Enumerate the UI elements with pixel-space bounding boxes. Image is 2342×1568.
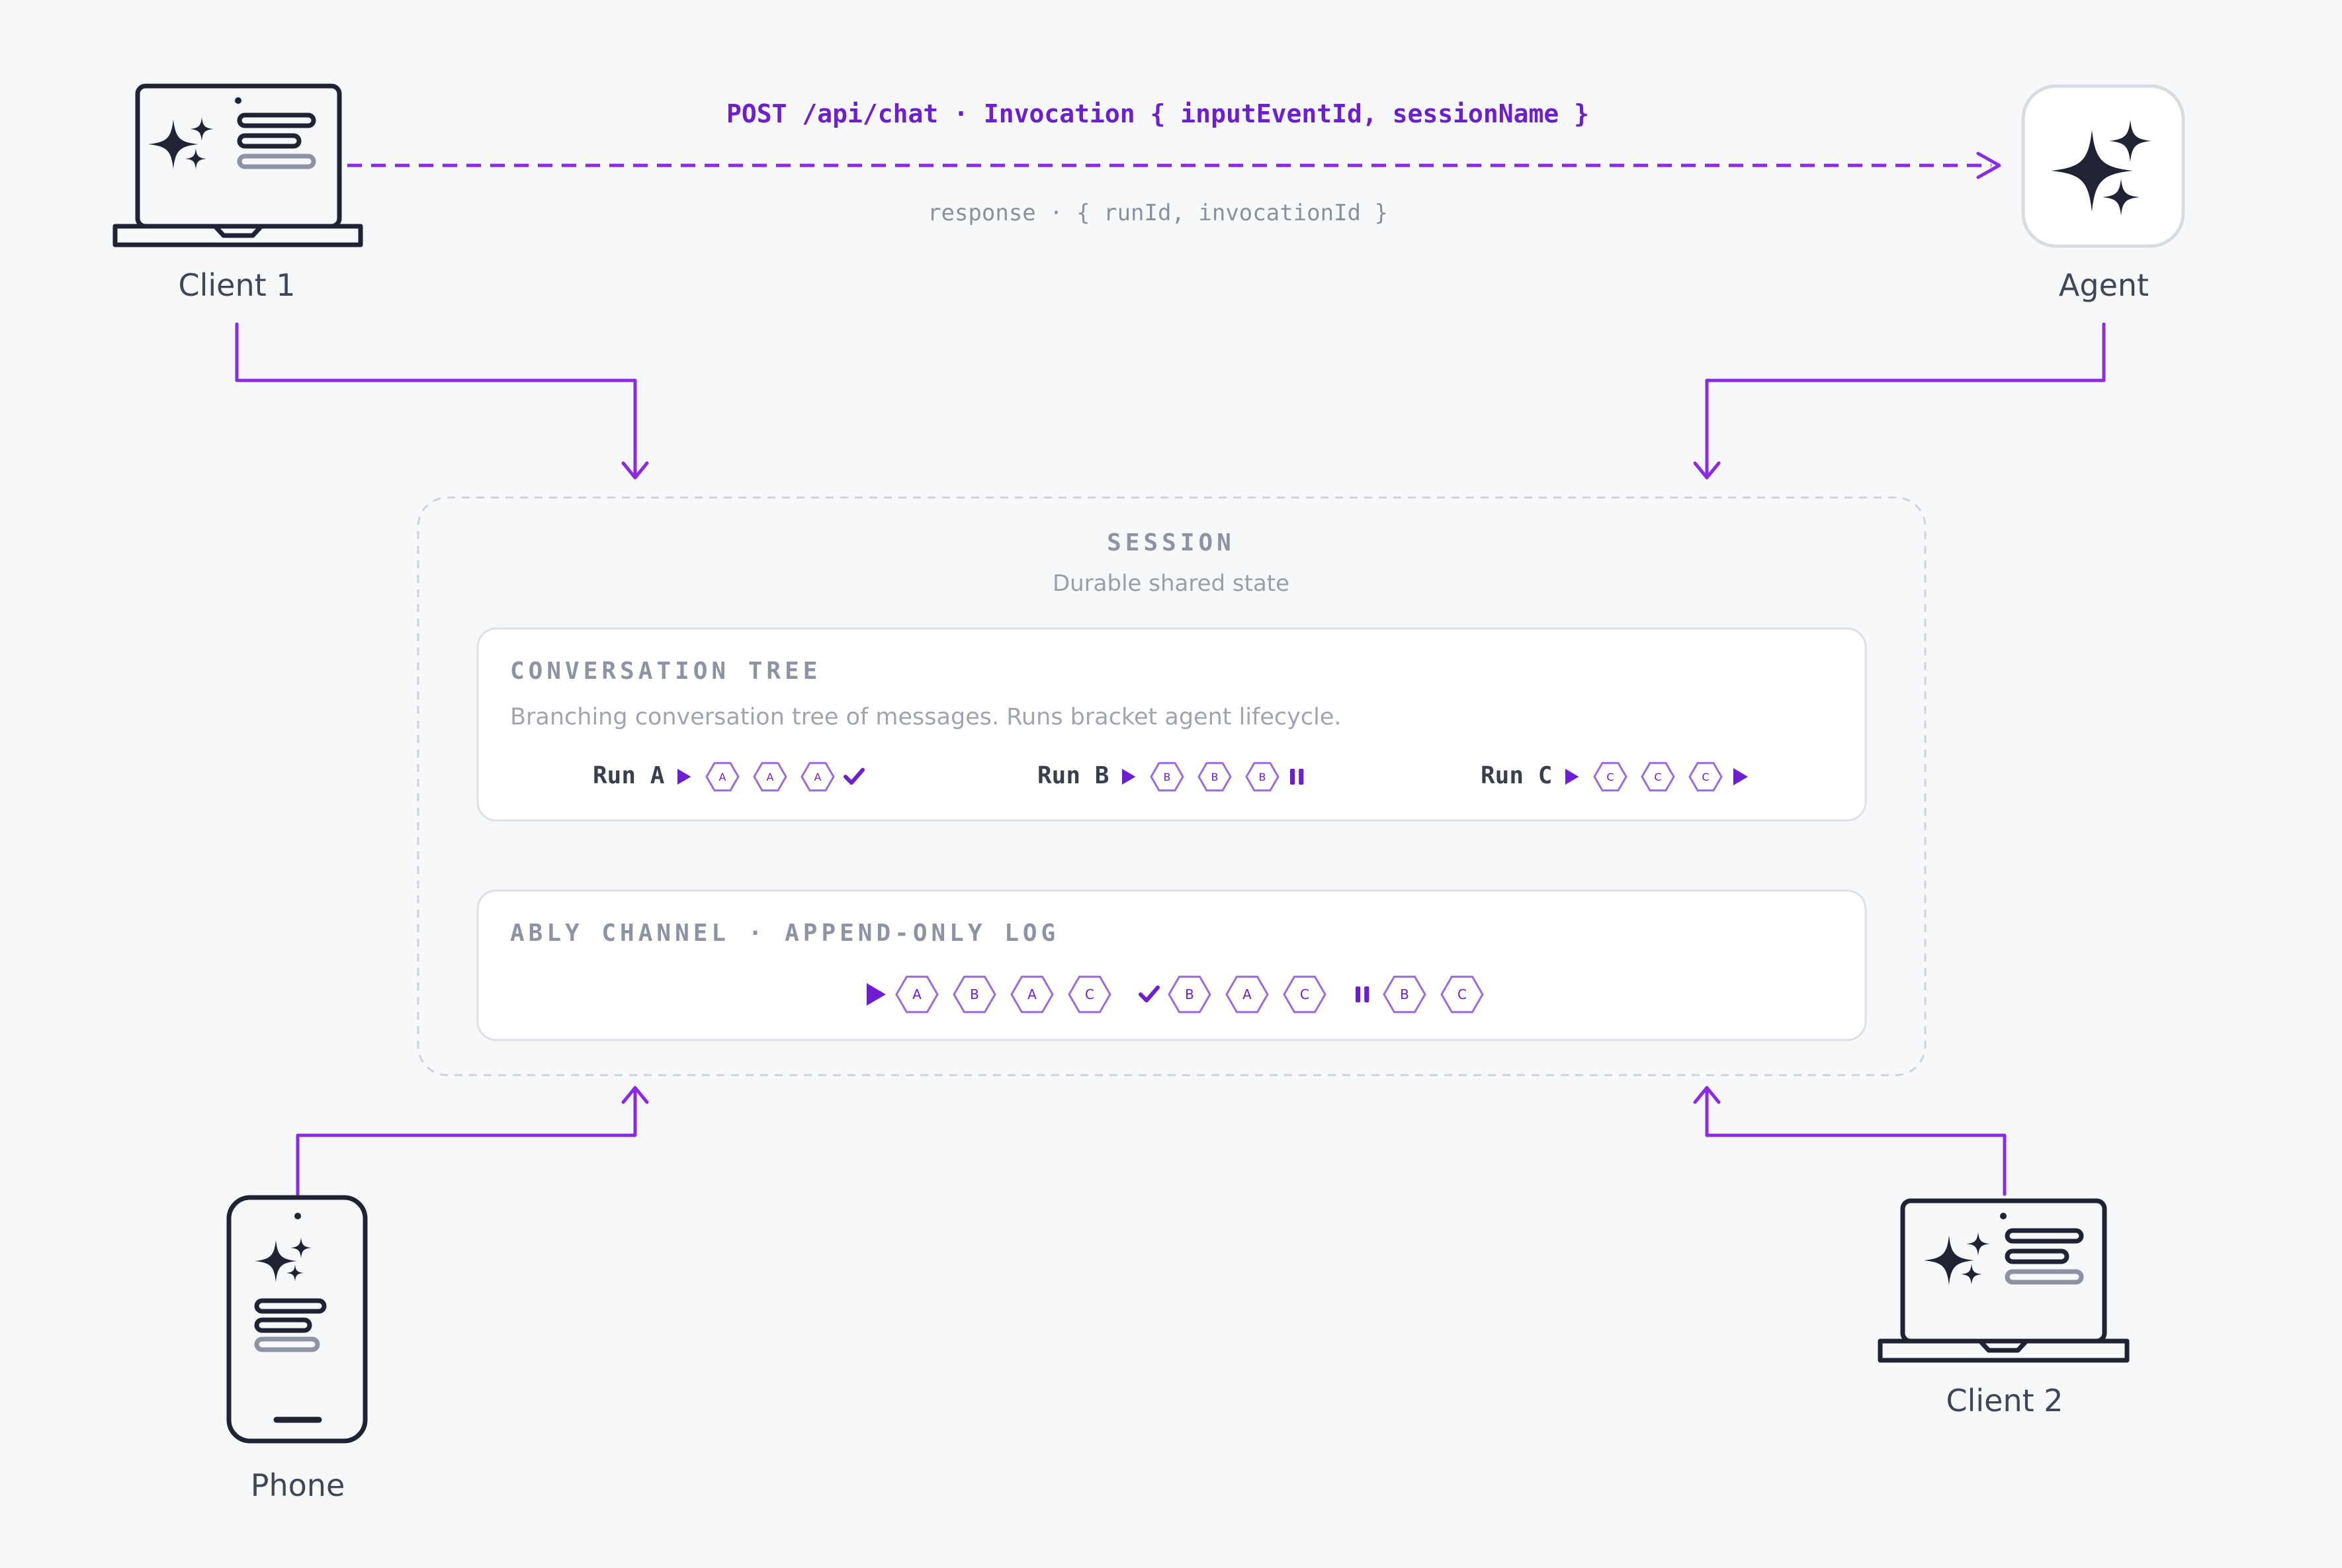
- event-hexagon: C: [1283, 975, 1326, 1014]
- event-letter: A: [912, 986, 922, 1002]
- pause-icon: [1290, 769, 1304, 785]
- event-hexagon: A: [753, 762, 787, 792]
- session-subtitle: Durable shared state: [1052, 570, 1290, 597]
- event-hexagon: B: [953, 975, 996, 1014]
- client1-label: Client 1: [178, 267, 296, 303]
- run-label: Run B: [1037, 762, 1109, 789]
- check-icon: [844, 767, 865, 785]
- event-hexagon: C: [1641, 762, 1675, 792]
- event-hexagon: C: [1593, 762, 1627, 792]
- connector-client1: [235, 322, 649, 480]
- session-container: [417, 496, 1927, 1076]
- conversation-tree-description: Branching conversation tree of messages.…: [510, 704, 1342, 730]
- connector-phone: [296, 1086, 649, 1196]
- event-hexagon: B: [1245, 762, 1279, 792]
- event-hexagon: B: [1168, 975, 1211, 1014]
- agent-sparkle-icon: [2021, 84, 2185, 248]
- event-letter: B: [1211, 771, 1219, 783]
- response-label: response · { runId, invocationId }: [928, 200, 1388, 226]
- event-hexagon: C: [1440, 975, 1484, 1014]
- event-letter: B: [1185, 986, 1194, 1002]
- connector-agent: [1693, 322, 2106, 480]
- client2-laptop-icon: [1878, 1198, 2130, 1363]
- event-hexagon: B: [1383, 975, 1426, 1014]
- play-icon: [677, 769, 691, 785]
- event-letter: C: [1606, 771, 1614, 783]
- play-icon: [1122, 769, 1136, 785]
- connector-client2: [1693, 1086, 2007, 1196]
- channel-card: [476, 889, 1867, 1041]
- event-letter: B: [1259, 771, 1266, 783]
- event-letter: B: [970, 986, 979, 1002]
- request-label: POST /api/chat · Invocation { inputEvent…: [726, 99, 1590, 128]
- event-letter: C: [1085, 986, 1094, 1002]
- event-letter: A: [767, 771, 774, 783]
- sparkle-icon: [148, 117, 214, 169]
- conversation-tree-title: CONVERSATION TREE: [510, 658, 822, 685]
- event-hexagon: B: [1197, 762, 1232, 792]
- event-hexagon: A: [1010, 975, 1054, 1014]
- event-hexagon: A: [801, 762, 835, 792]
- client2-label: Client 2: [1946, 1383, 2063, 1418]
- session-title: SESSION: [1107, 529, 1235, 556]
- pause-icon: [1356, 986, 1369, 1002]
- client1-laptop-icon: [112, 83, 363, 247]
- agent-label: Agent: [2058, 267, 2149, 303]
- request-arrow: [347, 152, 2001, 179]
- event-hexagon: A: [895, 975, 939, 1014]
- event-letter: A: [814, 771, 822, 783]
- event-hexagon: C: [1688, 762, 1723, 792]
- phone-icon: [226, 1195, 368, 1444]
- run-label: Run C: [1481, 762, 1553, 789]
- event-letter: C: [1702, 771, 1709, 783]
- event-hexagon: B: [1150, 762, 1184, 792]
- event-letter: A: [719, 771, 726, 783]
- event-letter: C: [1457, 986, 1467, 1002]
- event-hexagon: A: [1225, 975, 1269, 1014]
- event-hexagon: C: [1068, 975, 1111, 1014]
- event-letter: A: [1027, 986, 1037, 1002]
- sparkle-icon: [255, 1237, 312, 1282]
- event-letter: B: [1164, 771, 1171, 783]
- check-icon: [1139, 985, 1160, 1003]
- run-label: Run A: [593, 762, 665, 789]
- channel-title: ABLY CHANNEL · APPEND-ONLY LOG: [510, 920, 1060, 947]
- event-letter: B: [1400, 986, 1409, 1002]
- play-icon: [867, 983, 886, 1006]
- phone-label: Phone: [250, 1467, 345, 1503]
- play-icon: [1565, 769, 1579, 785]
- event-letter: C: [1300, 986, 1309, 1002]
- event-letter: C: [1654, 771, 1661, 783]
- event-hexagon: A: [705, 762, 740, 792]
- event-letter: A: [1242, 986, 1252, 1002]
- play-icon: [1733, 768, 1749, 785]
- sparkle-icon: [1924, 1232, 1990, 1285]
